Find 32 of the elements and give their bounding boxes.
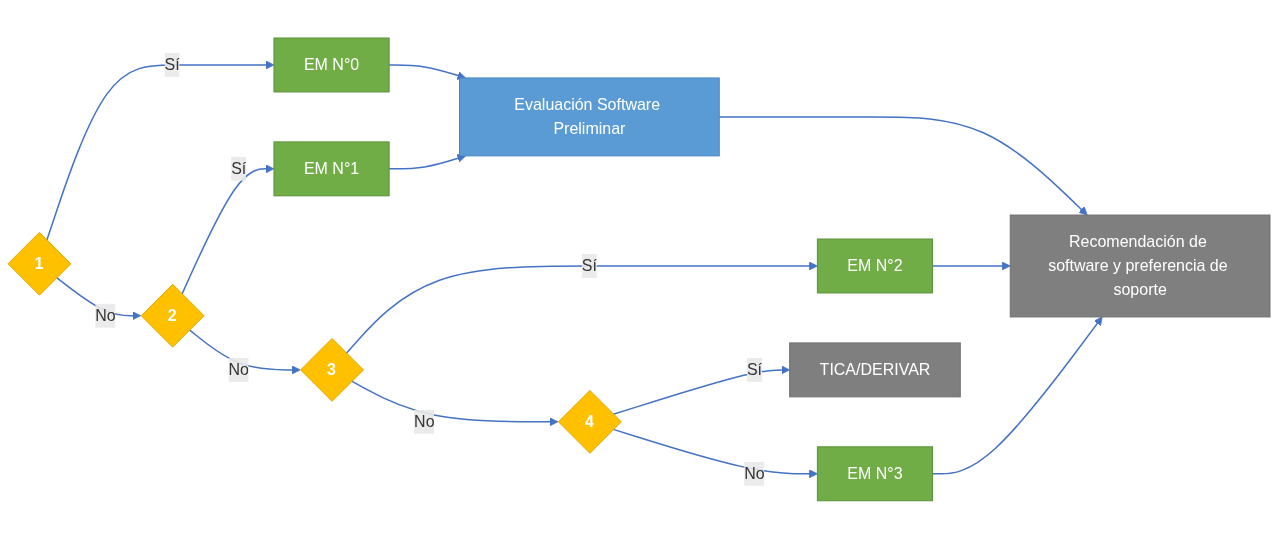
arrow — [931, 261, 1011, 271]
arrow — [350, 380, 559, 427]
node-box: TICA/DERIVAR — [789, 342, 961, 398]
node-box: EM N°3 — [816, 446, 934, 502]
node-box: Evaluación Software Preliminar — [459, 77, 720, 157]
arrow — [612, 365, 791, 416]
arrow — [931, 316, 1103, 475]
node-box: EM N°0 — [273, 37, 390, 93]
arrow — [55, 276, 142, 321]
node-diamond: 2 — [140, 283, 205, 348]
arrow — [388, 154, 466, 170]
arrow — [46, 60, 275, 242]
node-diamond: 3 — [300, 338, 364, 402]
edge-label: No — [414, 412, 435, 430]
edge-label: Sí — [231, 160, 247, 177]
arrow — [388, 64, 466, 80]
edge-label: No — [744, 464, 765, 482]
edge-label: Sí — [581, 257, 597, 275]
arrow — [612, 428, 818, 479]
arrow — [718, 116, 1088, 216]
edge-label: Sí — [746, 361, 763, 379]
arrow — [345, 261, 818, 355]
node-box: EM N°2 — [816, 238, 934, 294]
node-diamond: 4 — [557, 390, 622, 454]
node-diamond: 1 — [7, 231, 72, 296]
arrow — [188, 329, 301, 375]
edge-label: No — [228, 361, 249, 379]
edge-label: Sí — [164, 56, 180, 74]
node-box: EM N°1 — [273, 141, 390, 197]
arrow — [181, 164, 275, 295]
node-box: Recomendación de software y preferencia de soporte — [1009, 214, 1271, 318]
edge-label: No — [95, 306, 116, 324]
